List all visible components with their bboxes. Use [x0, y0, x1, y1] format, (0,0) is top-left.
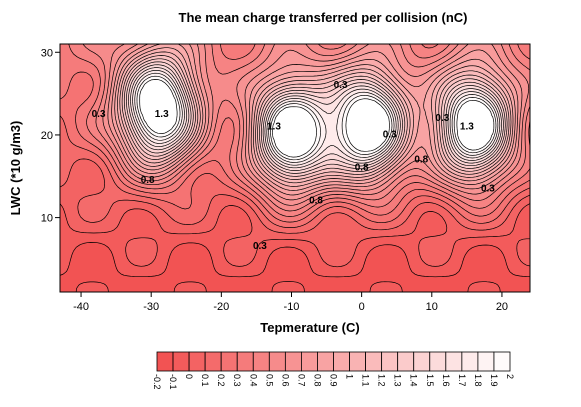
contour-label: 0.8: [309, 196, 323, 207]
legend-swatch: [284, 351, 302, 372]
legend-swatch: [365, 351, 383, 372]
contour-label: 1.3: [460, 121, 474, 132]
contour-line: [134, 72, 499, 163]
legend-swatch: [172, 351, 190, 372]
legend-label: 1.6: [441, 374, 451, 387]
legend-label: 1.1: [361, 374, 371, 387]
y-axis: 10 20 30: [41, 47, 60, 225]
legend-label: -0.1: [168, 374, 178, 390]
contour-line: [107, 44, 523, 201]
y-tick-label: 10: [41, 213, 53, 225]
legend-swatch: [445, 351, 463, 372]
legend-label: 0.7: [296, 374, 306, 387]
legend-swatch: [268, 351, 286, 372]
contour-line: [102, 44, 530, 206]
legend-label: 0: [184, 374, 194, 379]
legend-label: 1.7: [457, 374, 467, 387]
x-tick-label: -20: [213, 301, 229, 313]
legend-swatch: [317, 351, 334, 372]
x-tick-label: -40: [73, 301, 89, 313]
contour-label: 0.8: [141, 175, 155, 186]
plot-frame: [59, 43, 531, 293]
contour-line: [132, 70, 501, 166]
legend-swatch: [429, 351, 447, 372]
legend-label: 0.8: [312, 374, 322, 387]
contour-label: 0.3: [481, 183, 495, 194]
contour-line: [126, 61, 506, 174]
x-axis-label: Tepmerature (C): [260, 320, 359, 335]
contour-label: 1.3: [155, 109, 169, 120]
x-tick-label: 20: [496, 301, 508, 313]
contour-label: 0.3: [253, 241, 267, 252]
legend-label: 0.3: [232, 374, 242, 387]
contour-line: [128, 64, 504, 171]
contour-line: [60, 242, 530, 292]
contour-line: [130, 67, 502, 169]
contour-labels: 0.3 1.3 0.8 1.3 0.8 0.3 0.3 0.8 0.3 0.8 0.3 1.3 0.3: [92, 80, 496, 252]
legend-label: 0.1: [200, 374, 210, 387]
legend-swatch: [252, 351, 270, 372]
contour-label: 1.3: [267, 121, 281, 132]
legend-label: 1.5: [425, 374, 435, 387]
contour-line: [139, 79, 495, 158]
legend-swatch: [156, 351, 174, 372]
legend-label: 0.9: [329, 374, 339, 387]
legend-swatch: [493, 351, 511, 372]
contour-label: 0.3: [383, 130, 397, 141]
x-axis: -40 -30 -20 -10 0 10 20: [73, 292, 508, 313]
legend-label: 0.6: [280, 374, 290, 387]
contour-line: [123, 58, 508, 177]
contour-line: [121, 55, 510, 180]
y-axis-label: LWC (*10 g/m3): [8, 121, 23, 216]
contour-label: 0.8: [355, 163, 369, 174]
contour-line: [60, 71, 530, 223]
legend-label: 1.3: [393, 374, 403, 387]
legend-label: -0.2: [152, 374, 162, 390]
legend-swatch: [333, 351, 350, 372]
legend-swatch: [413, 351, 431, 372]
x-tick-label: 10: [426, 301, 438, 313]
y-tick-label: 30: [41, 47, 53, 59]
contour-line: [119, 51, 512, 184]
legend-swatch: [301, 351, 318, 372]
x-tick-label: -30: [143, 301, 159, 313]
legend-label: 0.2: [216, 374, 226, 387]
chart-title: The mean charge transferred per collisio…: [179, 10, 468, 25]
legend-label: 0.5: [264, 374, 274, 387]
contour-line: [117, 47, 514, 187]
contour-label: 0.3: [92, 109, 106, 120]
legend-swatch: [220, 351, 238, 372]
plot-area: 0.3 1.3 0.8 1.3 0.8 0.3 0.3 0.8 0.3 0.8 0.3 1.3 0.3: [59, 43, 531, 293]
contour-line: [111, 44, 519, 196]
contour-line: [68, 44, 530, 217]
x-tick-label: -10: [284, 301, 300, 313]
legend-swatch: [397, 351, 415, 372]
legend-swatch: [188, 351, 206, 372]
color-legend: -0.2 -0.1 0 0.1 0.2 0.3 0.4 0.5 0.6 0.7 0.8 0.9 1 1.1…: [152, 351, 515, 390]
legend-label: 1.8: [473, 374, 483, 387]
legend-label: 2: [505, 374, 515, 379]
contour-line: [114, 44, 516, 191]
contour-line: [136, 75, 497, 161]
contour-label: 0.3: [435, 113, 449, 124]
legend-label: 1.9: [489, 374, 499, 387]
legend-swatch: [236, 351, 254, 372]
y-tick-label: 20: [41, 130, 53, 142]
legend-label: 0.4: [248, 374, 258, 387]
legend-label: 1.2: [377, 374, 387, 387]
legend-swatch: [477, 351, 495, 372]
contour-lines: [60, 44, 530, 292]
legend-swatch: [461, 351, 479, 372]
legend-swatch: [349, 351, 366, 372]
contour-line: [60, 158, 530, 234]
legend-swatch: [381, 351, 399, 372]
contour-line: [60, 115, 530, 228]
legend-swatch: [204, 351, 222, 372]
legend-label: 1.4: [409, 374, 419, 387]
contour-label: 0.8: [414, 154, 428, 165]
x-tick-label: 0: [359, 301, 365, 313]
contour-label: 0.3: [334, 80, 348, 91]
legend-label: 1: [345, 374, 355, 379]
